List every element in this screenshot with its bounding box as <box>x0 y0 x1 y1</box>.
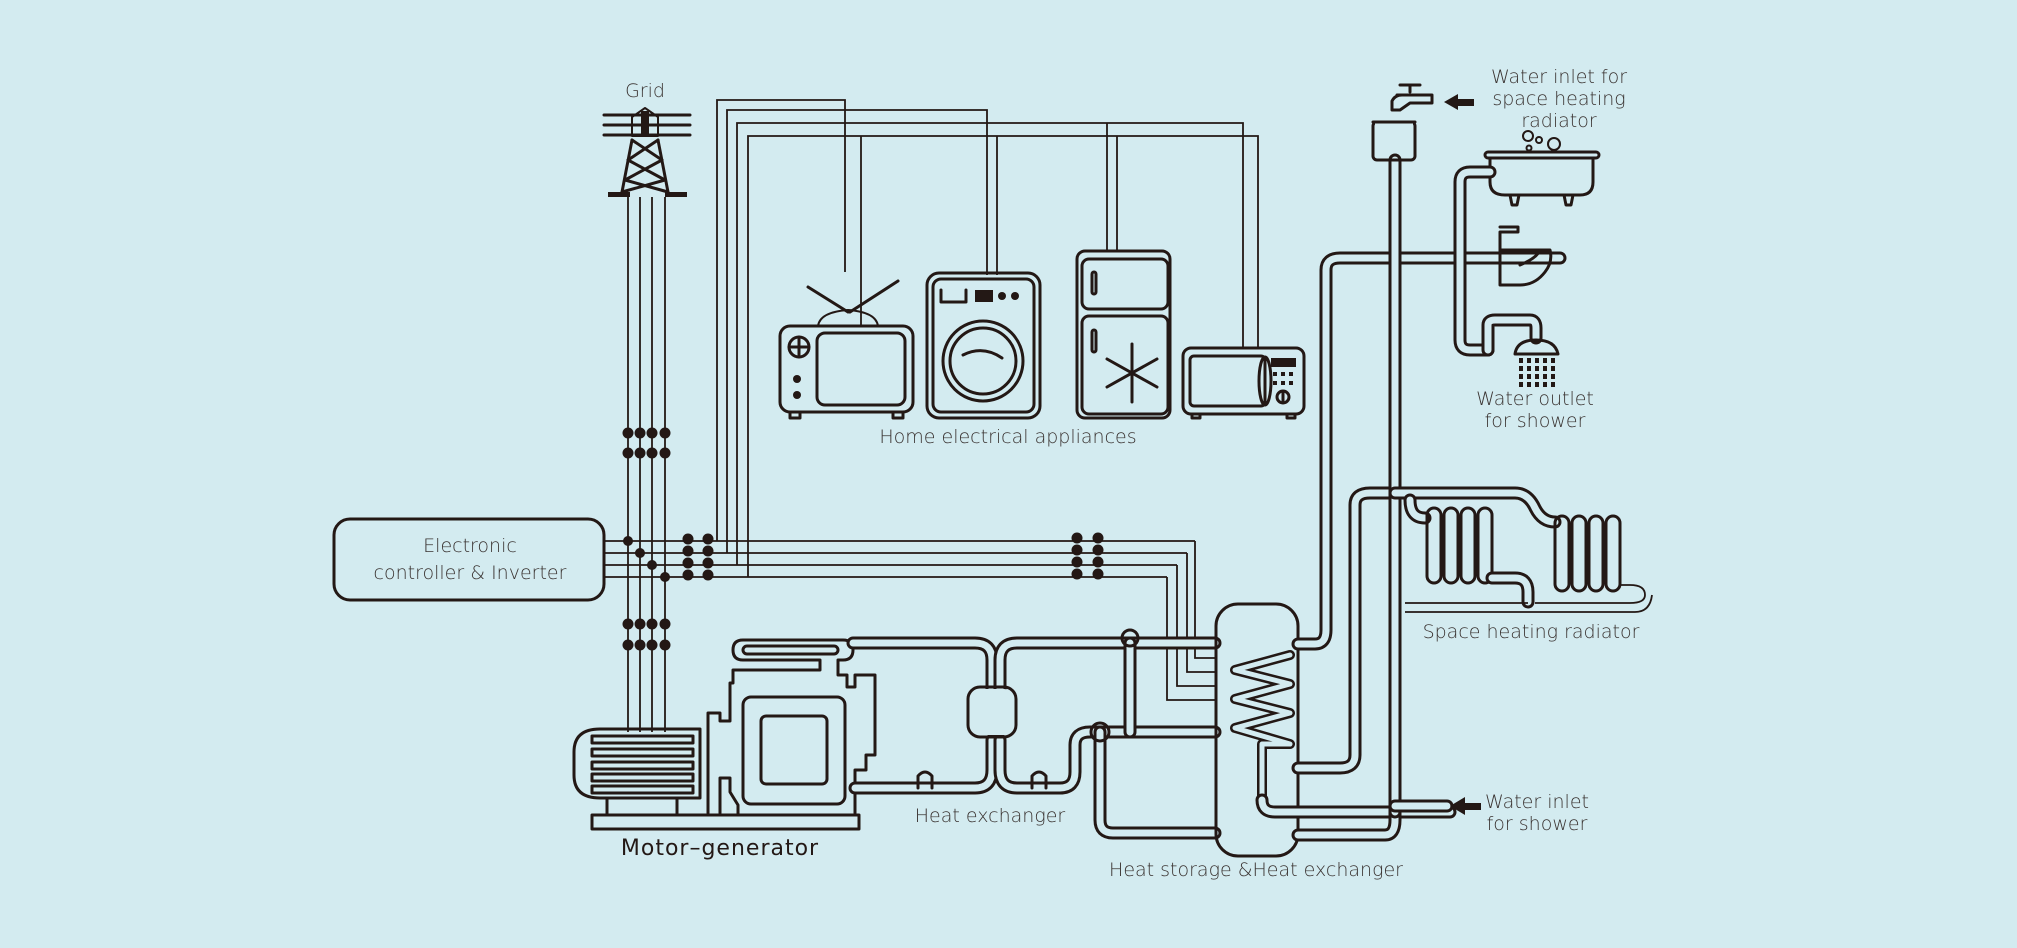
bathtub-icon <box>1453 130 1601 357</box>
motor-generator-label: Motor–generator <box>621 836 819 861</box>
grid-label: Grid <box>625 80 665 102</box>
appliance-feed-lines <box>716 99 1259 577</box>
washing-machine-icon <box>925 271 1042 420</box>
water-inlet-radiator-label-line2: space heating <box>1492 88 1625 110</box>
power-tower-icon: Grid <box>602 80 692 197</box>
grid-switch-lower <box>622 618 671 651</box>
tank-outlet-pipes <box>1255 153 1567 842</box>
water-inlet-shower-label-line1: Water inlet <box>1485 791 1589 813</box>
controller-label-line1: Electronic <box>423 535 517 557</box>
bus-switch-right <box>1071 532 1104 580</box>
heat-exchanger-icon <box>846 628 1222 840</box>
controller-label-line2: controller & Inverter <box>374 562 567 584</box>
water-inlet-radiator-label-line1: Water inlet for <box>1491 66 1627 88</box>
arrow-left-icon <box>1444 94 1474 110</box>
water-outlet-shower-label-line2: for shower <box>1485 410 1586 432</box>
grid-power-lines <box>627 197 666 732</box>
radiator-icon <box>1388 486 1653 613</box>
faucet-icon <box>1371 83 1434 162</box>
tv-icon <box>778 279 915 420</box>
water-inlet-shower-label-line2: for shower <box>1487 813 1588 835</box>
refrigerator-icon <box>1075 249 1172 420</box>
shower-head-icon <box>1481 313 1560 387</box>
sink-icon <box>1498 225 1553 287</box>
radiator-label: Space heating radiator <box>1423 621 1640 643</box>
heat-storage-label: Heat storage &Heat exchanger <box>1109 859 1403 881</box>
water-outlet-shower-label-line1: Water outlet <box>1476 388 1594 410</box>
bus-switch-left <box>682 533 714 581</box>
motor-generator-icon <box>572 638 877 831</box>
water-inlet-radiator-label-line3: radiator <box>1521 110 1597 132</box>
heat-storage-tank-icon <box>1214 602 1300 858</box>
controller-box: Electronic controller & Inverter <box>332 517 606 602</box>
appliances-label: Home electrical appliances <box>879 426 1136 448</box>
microwave-icon <box>1181 346 1306 420</box>
heat-exchanger-label: Heat exchanger <box>915 805 1066 827</box>
controller-bus <box>604 536 1215 701</box>
grid-switch-upper <box>622 427 671 459</box>
arrow-left-icon <box>1450 797 1481 815</box>
